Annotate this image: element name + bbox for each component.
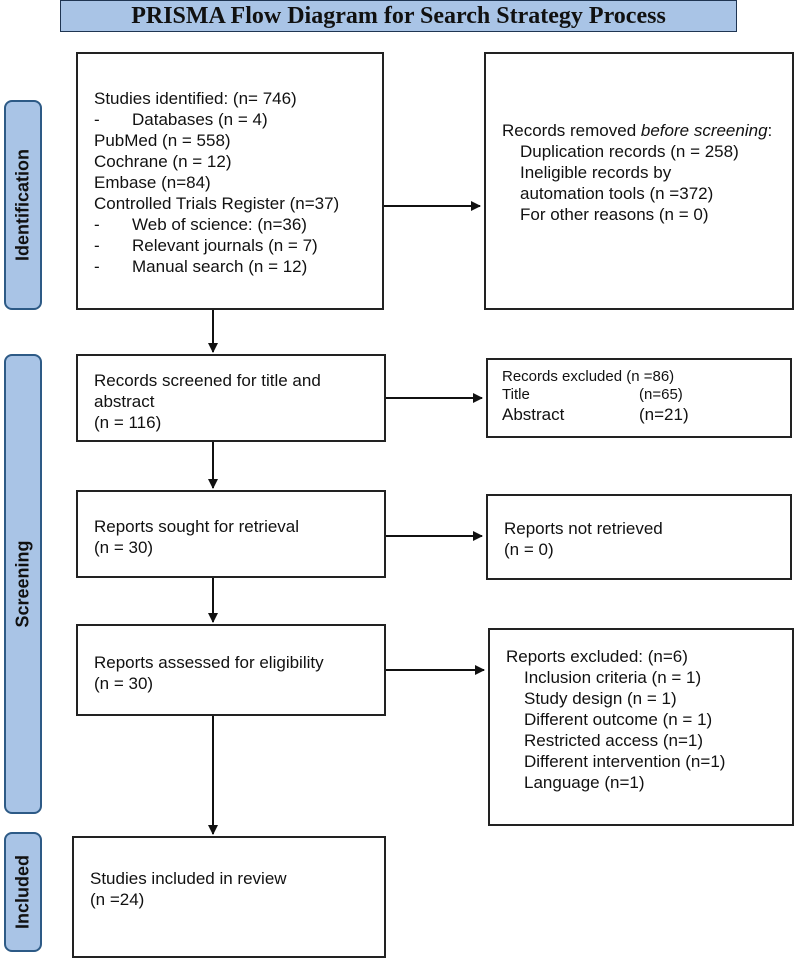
- identified-databases-row: - Databases (n = 4): [94, 109, 382, 130]
- studies-identified-box: Studies identified: (n= 746) - Databases…: [76, 52, 384, 310]
- reports-excluded-item: Study design (n = 1): [524, 689, 677, 708]
- diagram-title: PRISMA Flow Diagram for Search Strategy …: [60, 0, 737, 32]
- reports-excluded-item: Language (n=1): [524, 773, 645, 792]
- reports-excluded-item: Different intervention (n=1): [524, 752, 726, 771]
- excluded-abstract-value: (n=21): [639, 405, 689, 424]
- phase-included: Included: [4, 832, 42, 952]
- removed-duplication: Duplication records (n = 258): [520, 142, 739, 161]
- dash-marker: -: [94, 215, 100, 234]
- identified-heading: Studies identified: (n= 746): [94, 89, 297, 108]
- identified-relevant-journals-row: - Relevant journals (n = 7): [94, 235, 382, 256]
- not-retrieved-line1: Reports not retrieved: [504, 519, 663, 538]
- records-screened-box: Records screened for title and abstract …: [76, 354, 386, 442]
- dash-marker: -: [94, 257, 100, 276]
- identified-controlled-trials: Controlled Trials Register (n=37): [94, 194, 340, 213]
- studies-included-box: Studies included in review (n =24): [72, 836, 386, 958]
- not-retrieved-line2: (n = 0): [504, 540, 554, 559]
- reports-excluded-box: Reports excluded: (n=6) Inclusion criter…: [488, 628, 794, 826]
- removed-other: For other reasons (n = 0): [520, 205, 709, 224]
- reports-excluded-heading: Reports excluded: (n=6): [506, 647, 688, 666]
- dash-marker: -: [94, 236, 100, 255]
- reports-not-retrieved-box: Reports not retrieved (n = 0): [486, 494, 792, 580]
- screened-line3: (n = 116): [94, 413, 162, 432]
- identified-pubmed: PubMed (n = 558): [94, 131, 231, 150]
- screened-line1: Records screened for title and: [94, 371, 321, 390]
- reports-excluded-item: Inclusion criteria (n = 1): [524, 668, 702, 687]
- removed-ineligible-line2: automation tools (n =372): [520, 184, 714, 203]
- removed-heading-prefix: Records removed: [502, 121, 641, 140]
- removed-heading-italic: before screening: [640, 121, 768, 140]
- excluded-heading: Records excluded (n =86): [502, 368, 675, 385]
- reports-sought-box: Reports sought for retrieval (n = 30): [76, 490, 386, 578]
- records-excluded-box: Records excluded (n =86) Title (n=65) Ab…: [486, 358, 792, 438]
- identified-embase: Embase (n=84): [94, 173, 211, 192]
- removed-heading-suffix: :: [767, 121, 773, 140]
- sought-line2: (n = 30): [94, 538, 154, 557]
- identified-web-of-science: Web of science: (n=36): [132, 215, 307, 234]
- reports-assessed-box: Reports assessed for eligibility (n = 30…: [76, 624, 386, 716]
- identified-manual-search: Manual search (n = 12): [132, 257, 308, 276]
- included-line1: Studies included in review: [90, 869, 287, 888]
- excluded-title-label: Title: [502, 386, 530, 403]
- phase-screening: Screening: [4, 354, 42, 814]
- phase-identification: Identification: [4, 100, 42, 310]
- records-removed-box: Records removed before screening: Duplic…: [484, 52, 794, 310]
- identified-cochrane: Cochrane (n = 12): [94, 152, 232, 171]
- reports-excluded-item: Different outcome (n = 1): [524, 710, 713, 729]
- included-line2: (n =24): [90, 890, 145, 909]
- reports-excluded-item: Restricted access (n=1): [524, 731, 704, 750]
- identified-manual-search-row: - Manual search (n = 12): [94, 256, 382, 277]
- assessed-line2: (n = 30): [94, 674, 154, 693]
- excluded-abstract-row: Abstract (n=21): [502, 404, 790, 425]
- excluded-title-value: (n=65): [639, 386, 683, 403]
- dash-marker: -: [94, 110, 100, 129]
- assessed-line1: Reports assessed for eligibility: [94, 653, 324, 672]
- removed-heading: Records removed before screening:: [502, 120, 792, 141]
- identified-web-of-science-row: - Web of science: (n=36): [94, 214, 382, 235]
- identified-databases: Databases (n = 4): [132, 110, 268, 129]
- screened-line2: abstract: [94, 392, 155, 411]
- excluded-abstract-label: Abstract: [502, 405, 565, 424]
- sought-line1: Reports sought for retrieval: [94, 517, 300, 536]
- removed-ineligible-line1: Ineligible records by: [520, 163, 672, 182]
- identified-relevant-journals: Relevant journals (n = 7): [132, 236, 318, 255]
- excluded-title-row: Title (n=65): [502, 386, 790, 404]
